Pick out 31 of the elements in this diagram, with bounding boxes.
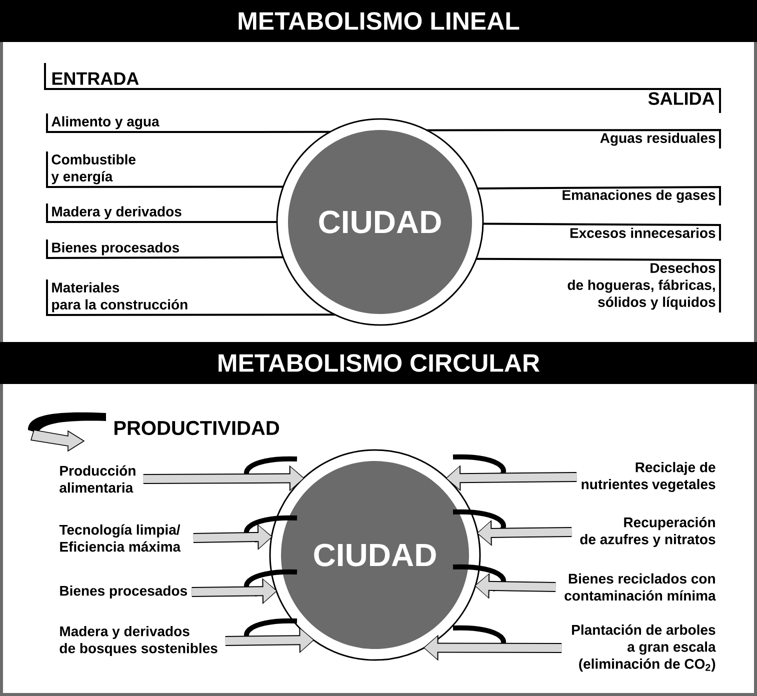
item-text: Alimento y agua — [52, 116, 160, 130]
item-text: Emanaciones de gases — [562, 190, 716, 203]
item-text: Madera y derivados de bosques sostenibles — [60, 626, 218, 656]
section-heading: SALIDA — [648, 92, 714, 105]
connector-line — [482, 222, 721, 241]
connector-line — [426, 129, 721, 148]
section-heading: PRODUCTIVIDAD — [114, 420, 280, 436]
title-band: METABOLISMO CIRCULAR — [0, 342, 757, 384]
item-text: Aguas residuales — [600, 132, 716, 146]
item-text: Tecnología limpia/ Eficiencia máxima — [59, 524, 181, 552]
title-band: METABOLISMO LINEAL — [0, 0, 757, 42]
item-text: Recuperación de azufres y nitratos — [580, 516, 716, 548]
connector-line — [46, 280, 335, 316]
connector-line — [477, 186, 721, 206]
connector-line — [46, 240, 284, 259]
connector-line — [46, 114, 330, 133]
item-text: Excesos innecesarios — [570, 228, 716, 238]
item-text: Combustible y energía — [51, 154, 136, 184]
item-text: Materiales para la construcción — [52, 282, 188, 312]
connector-line — [46, 204, 277, 223]
item-text: Reciclaje de nutrientes vegetales — [582, 462, 716, 492]
connector-line — [476, 258, 721, 312]
item-text: Plantación de arboles a gran escala (eliminación de CO$_{2}$) — [572, 624, 716, 672]
connector-line — [46, 152, 284, 188]
item-text: Desechos de hogueras, fábricas, sólidos y líquidos — [568, 262, 716, 310]
section-heading: ENTRADA — [52, 72, 139, 85]
item-text: Producción alimentaria — [60, 465, 136, 493]
item-text: Bienes reciclados con contaminación mínima — [564, 573, 716, 601]
item-text: Bienes procesados — [52, 242, 179, 256]
item-text: Madera y derivados — [52, 206, 182, 220]
item-text: Bienes procesados — [60, 585, 187, 599]
